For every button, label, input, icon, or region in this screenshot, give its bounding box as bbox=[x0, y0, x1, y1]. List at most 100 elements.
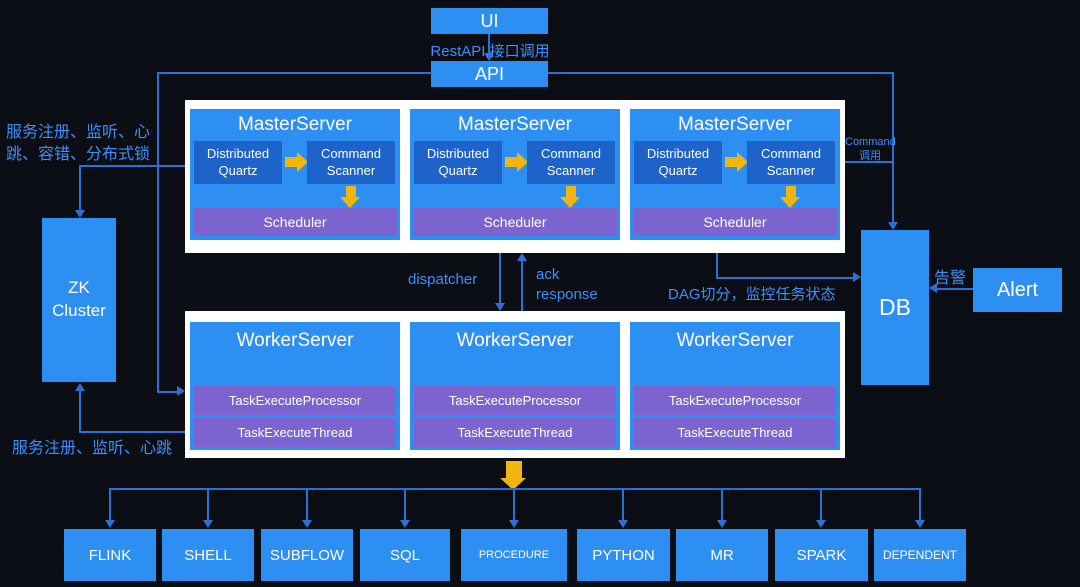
scheduler-bar: Scheduler bbox=[193, 208, 397, 236]
worker-server-title: WorkerServer bbox=[236, 330, 354, 351]
dispatcher-arrow-icon bbox=[495, 303, 505, 311]
task-execute-processor-bar: TaskExecuteProcessor bbox=[634, 386, 836, 415]
flow-right-arrow-icon bbox=[505, 157, 518, 167]
command-line bbox=[845, 161, 893, 163]
command-scanner-box: Command Scanner bbox=[307, 141, 395, 184]
api-label: API bbox=[474, 63, 504, 84]
task-drop-arrow-icon bbox=[509, 520, 519, 528]
task-drop-arrow-icon bbox=[915, 520, 925, 528]
dispatcher-line bbox=[499, 253, 501, 305]
ack-arrow-icon bbox=[517, 253, 527, 261]
ack-line bbox=[521, 260, 523, 312]
flow-right-arrow-icon bbox=[725, 157, 738, 167]
zk-cluster-box: ZK Cluster bbox=[42, 218, 116, 382]
task-drop-arrow-icon bbox=[717, 520, 727, 528]
api-left-line bbox=[157, 72, 432, 74]
flow-down-arrowhead-icon bbox=[340, 197, 360, 208]
task-box-subflow: SUBFLOW bbox=[261, 529, 353, 581]
db-box: DB bbox=[861, 230, 929, 385]
alert-db-line bbox=[937, 288, 975, 290]
worker-zk-arrow-icon bbox=[75, 383, 85, 391]
flow-down-arrowhead-icon bbox=[560, 197, 580, 208]
worker-server-title: WorkerServer bbox=[676, 330, 794, 351]
worker-zk-hline bbox=[79, 431, 186, 433]
task-drop-arrow-icon bbox=[302, 520, 312, 528]
task-box-flink: FLINK bbox=[64, 529, 156, 581]
ui-to-api-arrow-icon bbox=[484, 53, 494, 61]
worker-zk-label: 服务注册、监听、心跳 bbox=[12, 440, 173, 457]
task-box-sql: SQL bbox=[360, 529, 450, 581]
task-box-dependent: DEPENDENT bbox=[874, 529, 966, 581]
task-drop-arrow-icon bbox=[400, 520, 410, 528]
master-server-box-1: MasterServer Distributed Quartz Command … bbox=[190, 109, 400, 240]
master-server-box-3: MasterServer Distributed Quartz Command … bbox=[630, 109, 840, 240]
dag-label: DAG切分，监控任务状态 bbox=[668, 286, 836, 303]
line-to-db-arrow-icon bbox=[888, 222, 898, 230]
flow-right-arrowhead-icon bbox=[517, 152, 528, 172]
api-down-right-line bbox=[892, 72, 894, 224]
api-down-left-line bbox=[157, 72, 159, 392]
task-drop-line bbox=[109, 489, 111, 521]
master-zk-vline bbox=[79, 165, 81, 211]
task-drop-line bbox=[404, 489, 406, 521]
flow-down-arrow-icon bbox=[786, 186, 796, 198]
api-box: API bbox=[431, 61, 548, 87]
api-right-line bbox=[548, 72, 894, 74]
flow-right-arrowhead-icon bbox=[737, 152, 748, 172]
zk-cluster-label: ZK Cluster bbox=[52, 278, 106, 320]
flow-down-arrow-icon bbox=[346, 186, 356, 198]
task-drop-arrow-icon bbox=[618, 520, 628, 528]
task-execute-thread-bar: TaskExecuteThread bbox=[634, 418, 836, 447]
task-drop-line bbox=[622, 489, 624, 521]
master-zk-label: 服务注册、监听、心跳、容错、分布式锁 bbox=[5, 124, 150, 163]
flow-right-arrow-icon bbox=[285, 157, 298, 167]
alarm-label: 告警 bbox=[934, 270, 967, 287]
command-scanner-box: Command Scanner bbox=[747, 141, 835, 184]
command-scanner-box: Command Scanner bbox=[527, 141, 615, 184]
command-label: Command 调用 bbox=[845, 136, 896, 163]
task-drop-line bbox=[306, 489, 308, 521]
ui-to-api-line bbox=[488, 34, 490, 54]
task-execute-processor-bar: TaskExecuteProcessor bbox=[194, 386, 396, 415]
task-box-procedure: PROCEDURE bbox=[461, 529, 567, 581]
flow-down-arrow-icon bbox=[566, 186, 576, 198]
master-server-title: MasterServer bbox=[677, 114, 793, 135]
worker-cluster-container: WorkerServer TaskExecuteProcessor TaskEx… bbox=[185, 311, 845, 458]
dag-vline bbox=[716, 252, 718, 278]
worker-zk-vline bbox=[79, 390, 81, 432]
scheduler-bar: Scheduler bbox=[633, 208, 837, 236]
task-drop-line bbox=[820, 489, 822, 521]
dag-arrow-icon bbox=[853, 272, 861, 282]
master-zk-hline bbox=[79, 165, 186, 167]
task-execute-processor-bar: TaskExecuteProcessor bbox=[414, 386, 616, 415]
worker-server-title: WorkerServer bbox=[456, 330, 574, 351]
task-execute-thread-bar: TaskExecuteThread bbox=[194, 418, 396, 447]
alert-label: Alert bbox=[996, 278, 1039, 301]
task-box-python: PYTHON bbox=[577, 529, 670, 581]
ui-box: UI bbox=[431, 8, 548, 34]
distributed-quartz-box: Distributed Quartz bbox=[414, 141, 502, 184]
task-distribution-line bbox=[109, 488, 921, 490]
api-to-worker-line bbox=[157, 391, 179, 393]
task-drop-arrow-icon bbox=[105, 520, 115, 528]
worker-server-box-2: WorkerServer TaskExecuteProcessor TaskEx… bbox=[410, 322, 620, 450]
master-zk-arrow-icon bbox=[75, 210, 85, 218]
flow-down-arrowhead-icon bbox=[780, 197, 800, 208]
task-drop-arrow-icon bbox=[203, 520, 213, 528]
alert-box: Alert bbox=[973, 268, 1062, 312]
task-drop-line bbox=[513, 489, 515, 521]
distributed-quartz-box: Distributed Quartz bbox=[634, 141, 722, 184]
db-label: DB bbox=[879, 294, 911, 320]
task-execute-thread-bar: TaskExecuteThread bbox=[414, 418, 616, 447]
task-drop-line bbox=[207, 489, 209, 521]
worker-server-box-3: WorkerServer TaskExecuteProcessor TaskEx… bbox=[630, 322, 840, 450]
task-drop-arrow-icon bbox=[816, 520, 826, 528]
alert-db-arrow-icon bbox=[929, 283, 937, 293]
scheduler-bar: Scheduler bbox=[413, 208, 617, 236]
distributed-quartz-box: Distributed Quartz bbox=[194, 141, 282, 184]
dag-hline bbox=[716, 277, 854, 279]
rest-api-label: RestAPI,接口调用 bbox=[430, 43, 550, 60]
ack-response-label: ack response bbox=[536, 266, 598, 304]
task-drop-line bbox=[919, 489, 921, 521]
